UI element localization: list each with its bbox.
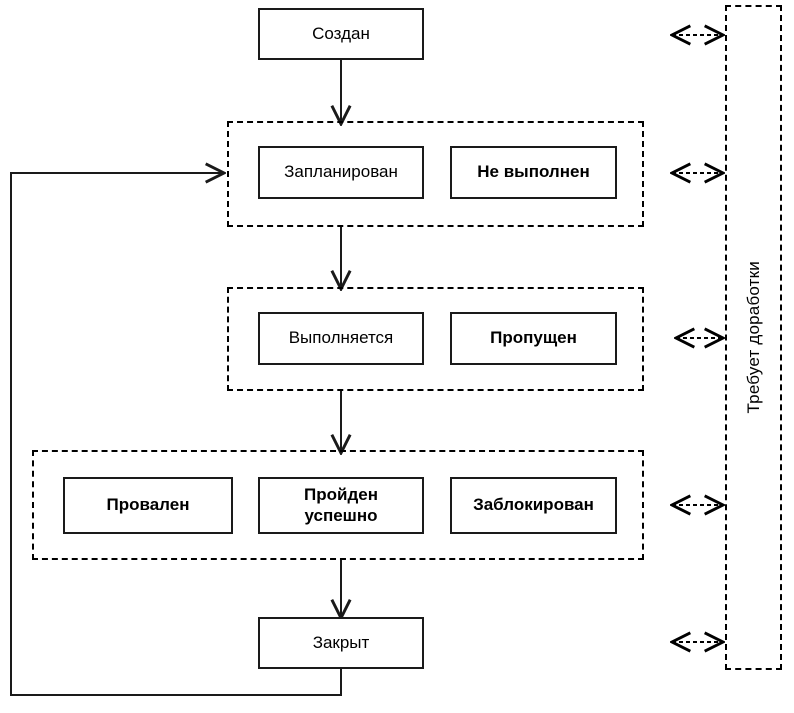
state-label-planned: Запланирован bbox=[284, 162, 398, 182]
state-label-in-progress: Выполняется bbox=[288, 328, 394, 348]
state-label-passed-line1: Пройден bbox=[304, 484, 378, 504]
rework-panel-label: Требует доработки bbox=[743, 261, 763, 414]
state-box-created[interactable]: Создан bbox=[258, 8, 424, 60]
rework-panel[interactable]: Требует доработки bbox=[725, 5, 782, 670]
state-box-passed[interactable]: Пройден успешно bbox=[258, 477, 424, 534]
state-label-not-executed: Не выполнен bbox=[477, 162, 590, 182]
state-box-blocked[interactable]: Заблокирован bbox=[450, 477, 617, 534]
state-box-failed[interactable]: Провален bbox=[63, 477, 233, 534]
state-box-not-executed[interactable]: Не выполнен bbox=[450, 146, 617, 199]
state-box-closed[interactable]: Закрыт bbox=[258, 617, 424, 669]
state-label-blocked: Заблокирован bbox=[473, 495, 594, 515]
state-label-passed-line2: успешно bbox=[304, 505, 378, 525]
state-label-passed: Пройден успешно bbox=[304, 485, 378, 526]
state-label-failed: Провален bbox=[106, 495, 190, 515]
group-results-container bbox=[32, 450, 644, 560]
state-box-planned[interactable]: Запланирован bbox=[258, 146, 424, 199]
state-box-in-progress[interactable]: Выполняется bbox=[258, 312, 424, 365]
state-label-skipped: Пропущен bbox=[490, 328, 577, 348]
state-label-closed: Закрыт bbox=[312, 632, 370, 652]
state-box-skipped[interactable]: Пропущен bbox=[450, 312, 617, 365]
group-inprogress-container bbox=[227, 287, 644, 391]
group-planned-container bbox=[227, 121, 644, 227]
state-label-created: Создан bbox=[312, 23, 370, 43]
